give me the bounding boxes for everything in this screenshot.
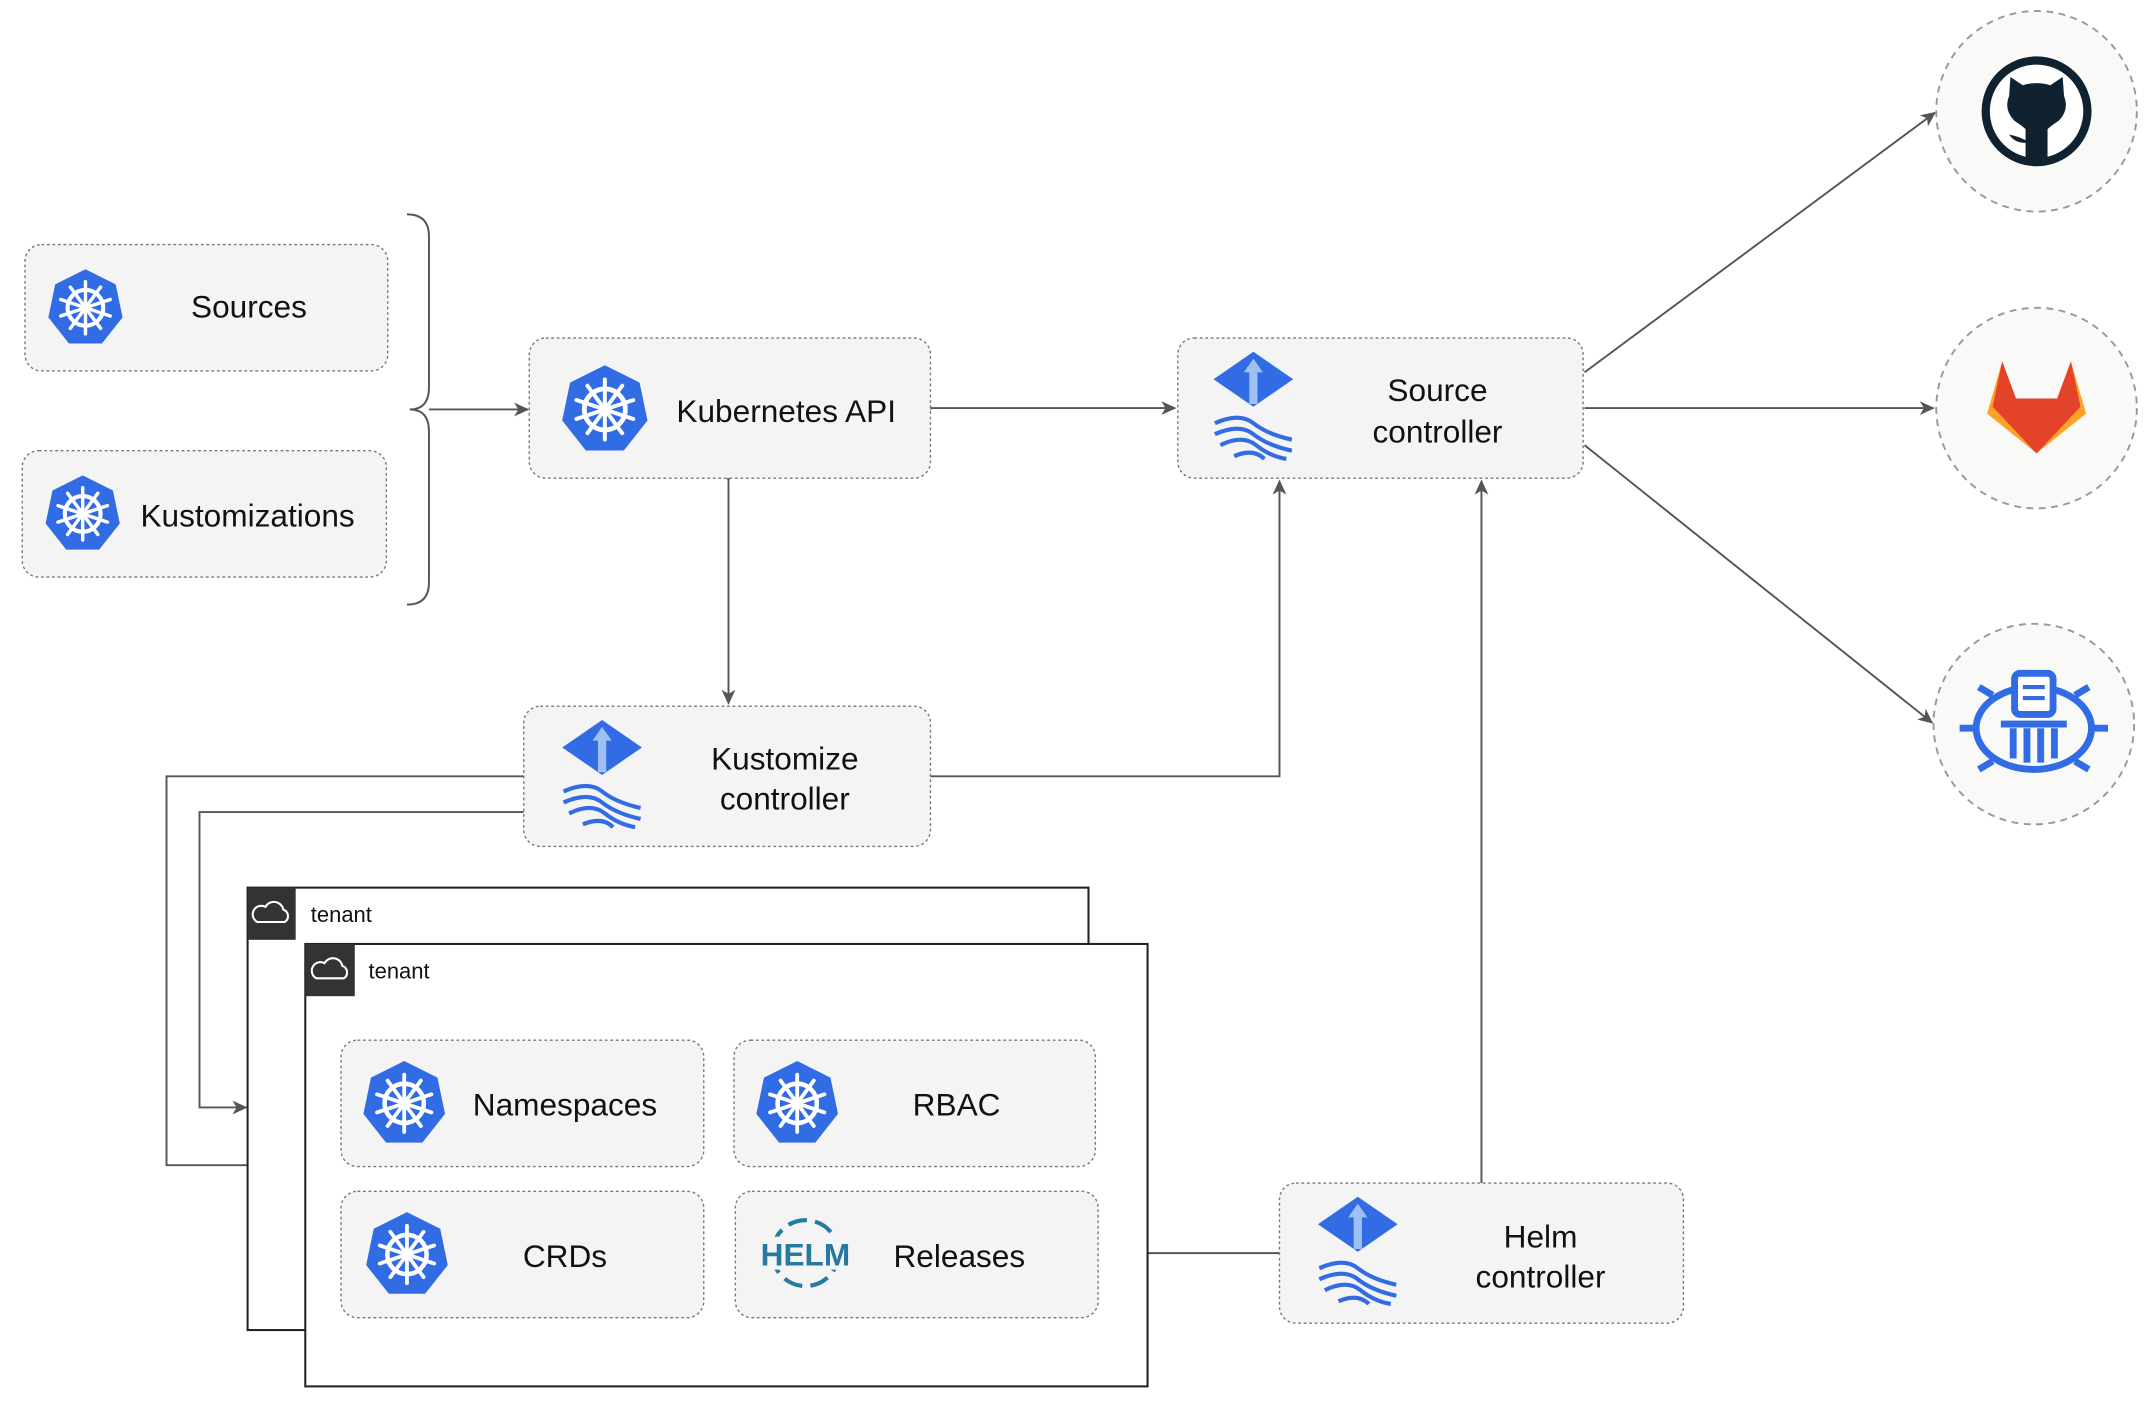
helm-controller-label: controller <box>1476 1258 1606 1294</box>
namespaces-node[interactable]: Namespaces <box>340 1039 705 1168</box>
arrow-kustomize-to-tenant-back <box>198 811 524 1115</box>
rbac-label: RBAC <box>913 1087 1001 1123</box>
tenant-front: tenant Namespaces RBAC CRDs HELM Release… <box>304 942 1149 1388</box>
arrow-kustomize-to-source <box>930 479 1287 778</box>
releases-node[interactable]: HELM Releases <box>734 1190 1099 1319</box>
connectors <box>165 111 1936 1260</box>
oci-registry-icon <box>1959 669 2109 773</box>
github-icon <box>1981 56 2092 167</box>
helm-controller-node[interactable]: Helm controller <box>1278 1182 1685 1324</box>
kustomizations-node[interactable]: Kustomizations <box>21 449 388 578</box>
source-controller-node[interactable]: Source controller <box>1177 337 1584 479</box>
grouping-brace <box>406 213 430 606</box>
kustomizations-label: Kustomizations <box>140 497 354 533</box>
tenant-label: tenant <box>311 902 372 927</box>
namespaces-label: Namespaces <box>473 1087 657 1123</box>
github-source[interactable] <box>1935 10 2138 213</box>
arrow-kustomize-to-tenant-front <box>165 775 524 1173</box>
oci-registry-source[interactable] <box>1932 622 2136 826</box>
arrow-to-github <box>1583 111 1936 374</box>
tenant-label: tenant <box>369 958 430 983</box>
crds-label: CRDs <box>523 1238 607 1274</box>
arrow-to-oci <box>1583 444 1934 724</box>
kustomize-controller-label: controller <box>720 780 850 816</box>
sources-node[interactable]: Sources <box>24 243 389 372</box>
source-controller-label: Source <box>1387 372 1487 408</box>
crds-node[interactable]: CRDs <box>340 1190 705 1319</box>
helm-controller-label: Helm <box>1504 1219 1578 1255</box>
gitlab-icon <box>1987 361 2087 454</box>
kubernetes-api-node[interactable]: Kubernetes API <box>528 337 932 479</box>
releases-label: Releases <box>893 1238 1025 1274</box>
rbac-node[interactable]: RBAC <box>733 1039 1097 1168</box>
kustomize-controller-label: Kustomize <box>711 740 858 776</box>
gitlab-source[interactable] <box>1935 306 2138 510</box>
svg-text:HELM: HELM <box>761 1236 851 1272</box>
sources-label: Sources <box>191 288 307 324</box>
kustomize-controller-node[interactable]: Kustomize controller <box>523 705 932 848</box>
helm-icon: HELM <box>761 1218 851 1289</box>
kubernetes-api-label: Kubernetes API <box>676 393 896 429</box>
source-controller-label: controller <box>1373 413 1503 449</box>
